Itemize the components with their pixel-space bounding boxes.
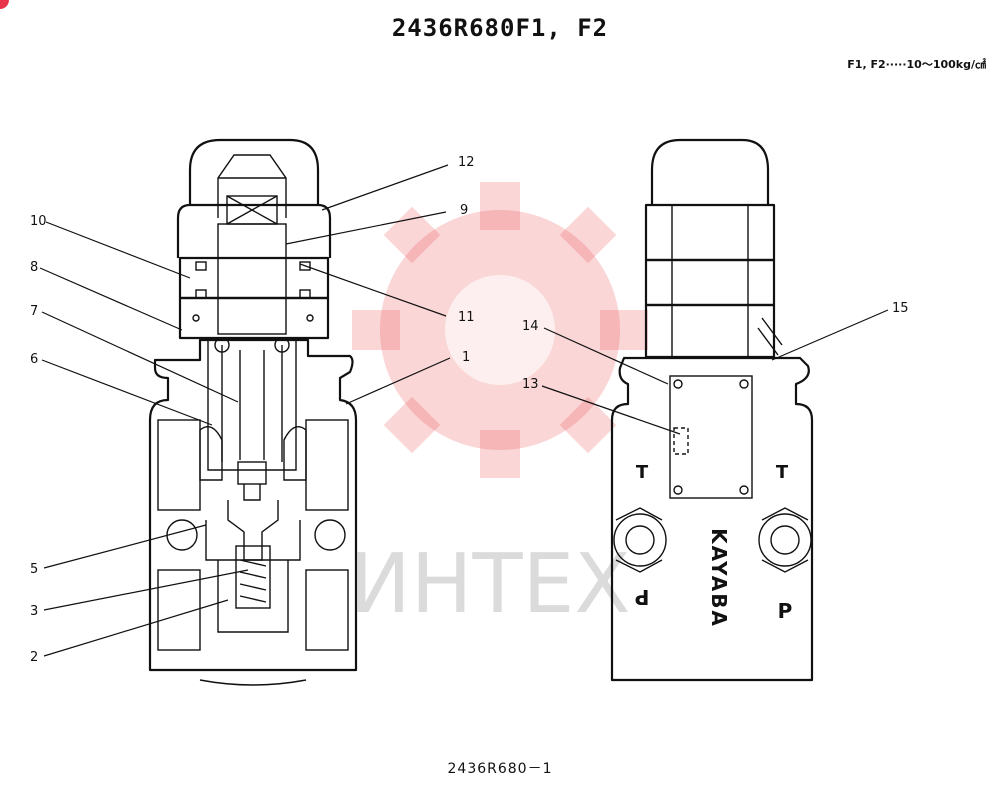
port-t-right-label: T (776, 462, 789, 483)
exterior-view (610, 138, 814, 682)
watermark-gear (352, 182, 648, 478)
part-number-labels: 1 2 3 5 6 7 8 9 10 11 12 13 14 15 (30, 155, 909, 665)
watermark-text: ИНТЕХ (349, 537, 630, 632)
part-label-13: 13 (522, 377, 539, 392)
part-label-11: 11 (458, 310, 475, 325)
part-label-14: 14 (522, 319, 539, 334)
part-label-12: 12 (458, 155, 475, 170)
part-label-8: 8 (30, 260, 38, 275)
port-t-left-label: T (636, 462, 649, 483)
part-label-6: 6 (30, 352, 38, 367)
part-label-1: 1 (462, 350, 470, 365)
part-label-7: 7 (30, 304, 38, 319)
corner-badge (0, 0, 9, 9)
part-label-5: 5 (30, 562, 38, 577)
part-label-2: 2 (30, 650, 38, 665)
part-label-10: 10 (30, 214, 47, 229)
port-p-left-label: P (635, 585, 650, 609)
drawing-title: 2436R680F1, F2 (391, 14, 609, 42)
brand-text: KAYABA (707, 528, 731, 628)
part-label-9: 9 (460, 203, 468, 218)
drawing-number: 2436R680－1 (447, 761, 553, 777)
part-label-15: 15 (892, 301, 909, 316)
pressure-spec: F1, F2·····10～100kg/㎠ (847, 58, 986, 71)
port-p-right-label: P (778, 599, 793, 623)
part-label-3: 3 (30, 604, 38, 619)
leader-lines (39, 164, 889, 657)
